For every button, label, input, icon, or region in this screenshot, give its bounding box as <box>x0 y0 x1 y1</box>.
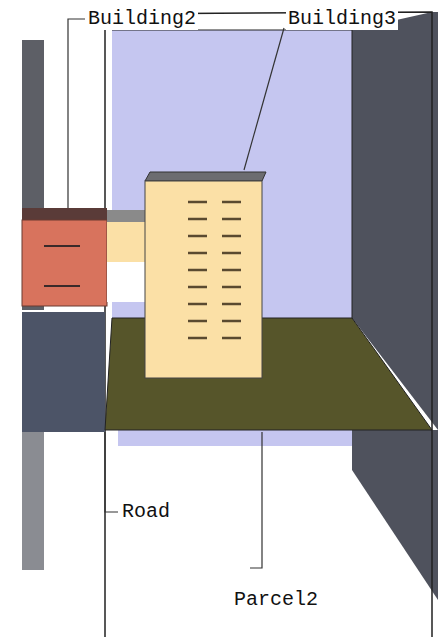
building3-windows <box>188 202 241 338</box>
link-roof <box>107 210 147 222</box>
window-stroke <box>188 252 207 255</box>
link-block <box>107 222 147 262</box>
building3 <box>145 181 262 378</box>
window-stroke <box>222 320 241 323</box>
window-stroke <box>188 235 207 238</box>
leader-line <box>244 28 284 170</box>
left-wall-lower <box>22 430 44 570</box>
window-stroke <box>222 235 241 238</box>
window-stroke <box>222 337 241 340</box>
building3-roof <box>145 172 266 181</box>
window-stroke <box>222 303 241 306</box>
part-label: Building2 <box>86 8 198 30</box>
building2-window <box>44 285 80 287</box>
window-stroke <box>222 218 241 221</box>
window-stroke <box>188 320 207 323</box>
window-stroke <box>222 201 241 204</box>
building2-window <box>44 245 80 247</box>
window-stroke <box>188 337 207 340</box>
window-stroke <box>222 286 241 289</box>
building2 <box>22 220 107 306</box>
window-stroke <box>188 201 207 204</box>
road <box>22 312 105 432</box>
window-stroke <box>188 286 207 289</box>
window-stroke <box>222 269 241 272</box>
frame-line <box>105 12 432 637</box>
building2-roof <box>22 208 107 220</box>
leader-line <box>250 432 262 568</box>
frame-line <box>352 30 353 320</box>
back-wall-lower <box>118 430 354 446</box>
right-wall-lower <box>352 430 438 600</box>
part-label: Road <box>120 501 172 523</box>
window-stroke <box>188 269 207 272</box>
leader-line <box>105 432 118 512</box>
part-label: Parcel2 <box>232 589 320 611</box>
leader-line <box>68 19 85 208</box>
part-label: Building3 <box>286 8 398 30</box>
window-stroke <box>188 218 207 221</box>
window-stroke <box>188 303 207 306</box>
link-gap <box>107 262 147 302</box>
window-stroke <box>222 252 241 255</box>
